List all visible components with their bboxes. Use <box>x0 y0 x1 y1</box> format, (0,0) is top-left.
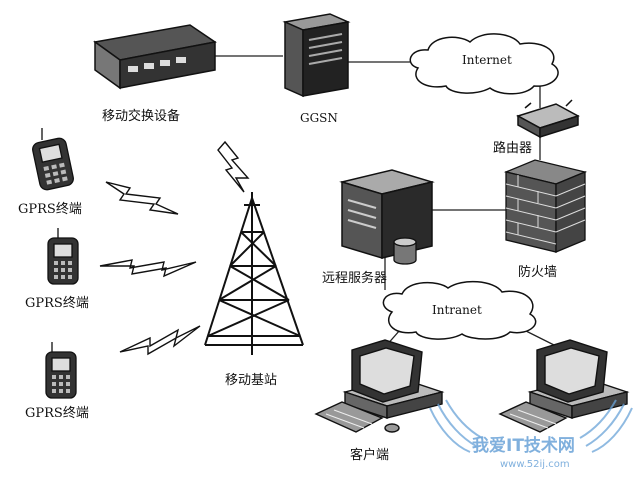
remote-server-label: 远程服务器 <box>322 271 388 286</box>
base-station-tower-icon <box>204 192 304 355</box>
client-computer-1-icon <box>314 339 445 433</box>
gprs-terminal-3-label: GPRS终端 <box>25 406 89 421</box>
gprs-terminal-2-label: GPRS终端 <box>25 296 89 311</box>
intranet-cloud-icon <box>382 280 537 340</box>
signal-bolt-2-icon <box>99 259 197 278</box>
base-station-label: 移动基站 <box>225 373 278 388</box>
signal-bolt-1-icon <box>105 181 179 215</box>
gprs-phone-2-icon <box>47 228 79 285</box>
client-computer-2-icon <box>498 339 630 433</box>
tower-signal-icon <box>217 140 250 193</box>
remote-server-icon <box>339 169 435 260</box>
router-icon <box>516 99 580 139</box>
internet-label: Internet <box>462 53 512 67</box>
internet-cloud-icon <box>409 33 559 95</box>
watermark-wings-icon <box>429 399 633 453</box>
gprs-phone-3-icon <box>45 342 77 399</box>
signal-bolts <box>99 140 250 356</box>
database-icon <box>393 237 417 265</box>
firewall-label: 防火墙 <box>518 265 558 280</box>
ggsn-label: GGSN <box>300 111 338 125</box>
ggsn-server-icon <box>282 13 351 98</box>
watermark-url: www.52ij.com <box>500 459 570 470</box>
switching-equipment-label: 移动交换设备 <box>102 109 181 124</box>
gprs-terminal-1-label: GPRS终端 <box>18 202 82 217</box>
signal-bolt-3-icon <box>119 325 201 356</box>
firewall-icon <box>503 159 588 253</box>
client-label: 客户端 <box>350 448 390 463</box>
gprs-phone-1-icon <box>32 128 74 191</box>
watermark-text: 我爱IT技术网 <box>472 436 575 456</box>
intranet-label: Intranet <box>432 303 482 317</box>
router-label: 路由器 <box>493 141 533 156</box>
switching-equipment-icon <box>93 24 217 90</box>
